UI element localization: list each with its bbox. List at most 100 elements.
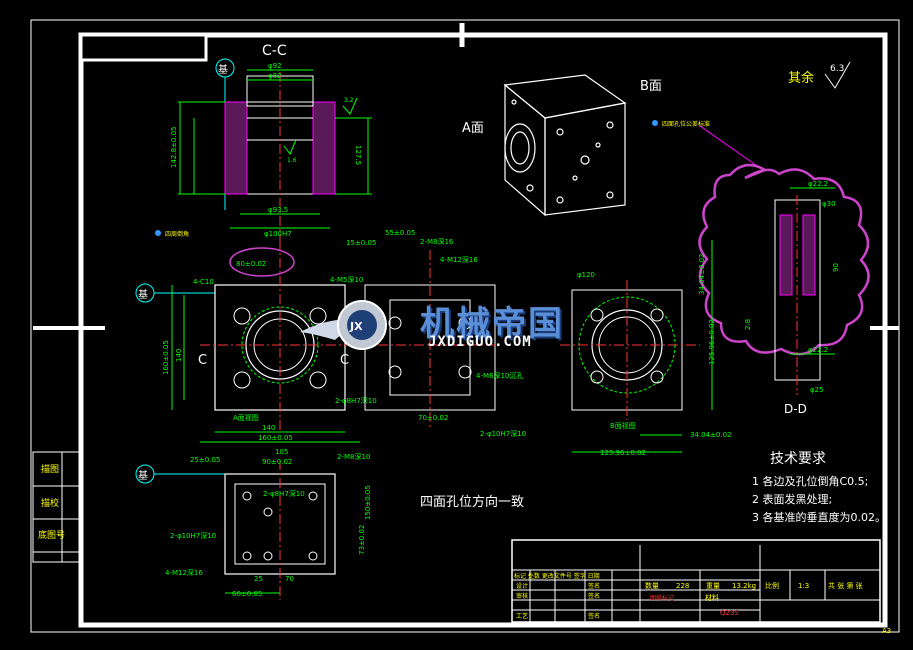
tb-weight: 13.2kg xyxy=(732,582,756,590)
note-tag-label: 四面孔位公差标准 xyxy=(662,120,710,128)
tb-scale-label: 比例 xyxy=(765,581,779,590)
bot-dim-90: 90±0.02 xyxy=(262,458,292,466)
section-dd-title: D-D xyxy=(784,402,807,416)
tb-material: Q235 xyxy=(720,609,739,617)
note-bullet-icon xyxy=(652,120,658,126)
view-b-dia-120: φ120 xyxy=(577,271,595,279)
bot-vert-150: 150±0.05 xyxy=(364,485,372,520)
page-corner-label: A3 xyxy=(882,627,891,635)
tb-sign-3: 签名 xyxy=(588,612,600,620)
roughness-note: 其余 6.3 xyxy=(788,61,851,89)
bot-dim-70: 70 xyxy=(285,575,294,583)
top-left-block xyxy=(79,33,208,62)
tb-drawing-name: 图纸标记 xyxy=(650,594,674,602)
view-a-dim-160: 160±0.05 xyxy=(258,434,293,442)
view-b-vert-3404: 34.04±0.02 xyxy=(698,254,706,296)
tech-req-item-1: 1 各边及孔位倒角C0.5; xyxy=(752,474,868,488)
cc-height-1428: 142.8±0.05 xyxy=(170,127,178,169)
watermark-name: 机械帝国 xyxy=(420,304,564,344)
section-cc: C-C 基 φ92 φ82 φ93.5 φ100H7 142.8±0.05 12… xyxy=(170,43,372,240)
cc-height-1275: 127.5 xyxy=(354,145,362,165)
cc-rough-32: 3.2 xyxy=(344,97,354,104)
view-a-vert-160: 160±0.05 xyxy=(162,340,170,375)
dd-dia-222-bot: φ22.2 xyxy=(808,346,828,354)
view-bottom: 基 25±0.05 105 90±0.02 2-M8深10 2-φ8H7深10 … xyxy=(135,448,372,600)
tb-sheet: 共 张 第 张 xyxy=(828,581,863,590)
title-block: 标记 处数 更改文件号 签字 日期 设计 审核 工艺 签名 签名 签名 数量 2… xyxy=(511,539,881,623)
strip-label-basemap: 底图号 xyxy=(38,529,65,541)
bot-dim-105: 105 xyxy=(275,448,288,456)
note-leader xyxy=(699,125,761,169)
left-strip: 描图 描校 底图号 xyxy=(32,451,82,563)
view-a-title: A面视图 xyxy=(233,413,259,422)
bot-dim-25b: 25 xyxy=(254,575,263,583)
mid-m12: 4-M12深16 xyxy=(440,255,478,264)
bot-m12: 4-M12深16 xyxy=(165,568,203,577)
face-a-label: A面 xyxy=(462,121,484,136)
section-cc-title: C-C xyxy=(262,43,287,59)
mid-m6: 4-M6深10沉孔 xyxy=(476,371,523,380)
view-a: 基 C C 140 160±0.05 80±0.02 4-C10 4-M5深10… xyxy=(135,230,377,443)
watermark-logo-icon: JX xyxy=(300,300,387,350)
view-b-dim-3404: 34.04±0.02 xyxy=(690,431,732,439)
view-a-m5: 4-M5深10 xyxy=(330,275,363,284)
view-b-dim-12596: 125.96±0.02 xyxy=(600,449,646,457)
mid-h7: 2-φ10H7深10 xyxy=(480,429,526,438)
tech-req-item-3: 3 各基准的垂直度为0.02。 xyxy=(752,510,886,524)
view-a-letter-left: C xyxy=(198,353,207,368)
cc-dia-82: φ82 xyxy=(268,72,282,80)
roughness-other-label: 其余 xyxy=(788,70,814,86)
datum-symbol-bottom: 基 xyxy=(138,469,148,482)
dd-dim-28: 2.8 xyxy=(744,319,752,330)
tb-sign-1: 签名 xyxy=(588,582,600,590)
tech-req-item-2: 2 表面发黑处理; xyxy=(752,492,832,506)
tb-row-design: 设计 xyxy=(516,582,528,590)
view-a-chamfer: 4-C10 xyxy=(193,278,214,286)
view-a-h7: 2-φ8H7深10 xyxy=(335,396,377,405)
cc-rough-16: 1.6 xyxy=(287,157,297,164)
tb-row-header: 标记 处数 更改文件号 签字 日期 xyxy=(514,572,600,580)
dd-dia-30: φ30 xyxy=(822,200,836,208)
dd-dia-25: φ25 xyxy=(810,386,824,394)
view-a-vert-140: 140 xyxy=(175,349,183,362)
view-b: φ120 125.96±0.02 34.04±0.02 125.96±0.02 … xyxy=(560,240,732,457)
center-note: 四面孔位方向一致 xyxy=(420,494,524,510)
mid-dim-55: 55±0.05 xyxy=(385,229,415,237)
tb-quantity-label: 数量 xyxy=(645,581,659,590)
view-a-letter-right: C xyxy=(340,353,349,368)
bot-h7-8: 2-φ8H7深10 xyxy=(263,489,305,498)
tb-sign-2: 签名 xyxy=(588,592,600,600)
isometric-part xyxy=(503,74,627,217)
dd-dia-222-top: φ22.2 xyxy=(808,180,828,188)
datum-symbol-cc: 基 xyxy=(218,63,228,76)
tech-req-title: 技术要求 xyxy=(770,451,826,467)
bot-dim-25: 25±0.05 xyxy=(190,456,220,464)
strip-label-trace: 描图 xyxy=(41,463,59,475)
tb-weight-label: 重量 xyxy=(706,582,720,590)
tb-material-label: 材料 xyxy=(705,593,719,602)
mid-m8: 2-M8深16 xyxy=(420,237,454,246)
cc-dia-92: φ92 xyxy=(268,62,282,70)
bot-vert-73: 73±0.02 xyxy=(358,525,366,555)
dd-dim-90: 90 xyxy=(832,263,840,272)
view-b-vert-12596: 125.96±0.02 xyxy=(708,319,716,365)
watermark-logo-text: JX xyxy=(349,320,363,333)
fillet-bullet-icon xyxy=(155,230,161,236)
mid-dim-70: 70±0.02 xyxy=(418,414,448,422)
view-a-fillet-note: 四周倒角 xyxy=(165,230,189,238)
tb-scale: 1:3 xyxy=(798,582,809,590)
tb-quantity: 228 xyxy=(676,582,689,590)
tech-requirements: 技术要求 1 各边及孔位倒角C0.5; 2 表面发黑处理; 3 各基准的垂直度为… xyxy=(752,451,886,524)
roughness-value: 6.3 xyxy=(830,64,844,74)
watermark-url: JXDIGUO.COM xyxy=(428,334,532,350)
tb-row-review: 审核 xyxy=(516,592,528,600)
mid-dim-15: 15±0.05 xyxy=(346,239,376,247)
view-a-dim-80: 80±0.02 xyxy=(236,260,266,268)
section-dd: φ22.2 φ30 φ22.2 φ25 2.8 90 D-D xyxy=(698,163,870,416)
view-b-title: B面视图 xyxy=(610,421,636,430)
view-middle: 55±0.05 15±0.05 2-M8深16 4-M12深16 4-M6深10… xyxy=(346,229,526,438)
bot-h7-10: 2-φ10H7深10 xyxy=(170,531,216,540)
view-a-dim-140: 140 xyxy=(262,424,275,432)
